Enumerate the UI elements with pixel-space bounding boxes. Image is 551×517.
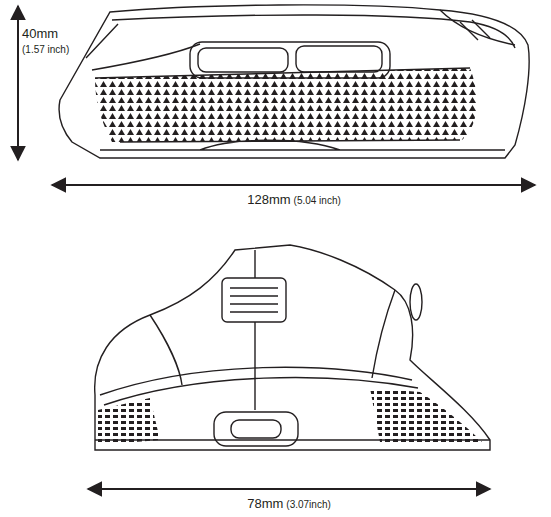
front-view <box>95 245 490 450</box>
dimension-label: 78mm <box>247 497 283 511</box>
side-view <box>59 5 529 158</box>
dimension-label: (5.04 inch) <box>294 195 341 206</box>
dimension-label: 128mm <box>247 193 290 207</box>
width-dimension <box>88 488 490 490</box>
dimension-label: 40mm <box>22 27 58 41</box>
dimension-label: (1.57 inch) <box>22 44 69 55</box>
dimension-label: (3.07inch) <box>286 499 330 510</box>
height-dimension <box>17 6 19 160</box>
length-dimension <box>52 184 535 186</box>
